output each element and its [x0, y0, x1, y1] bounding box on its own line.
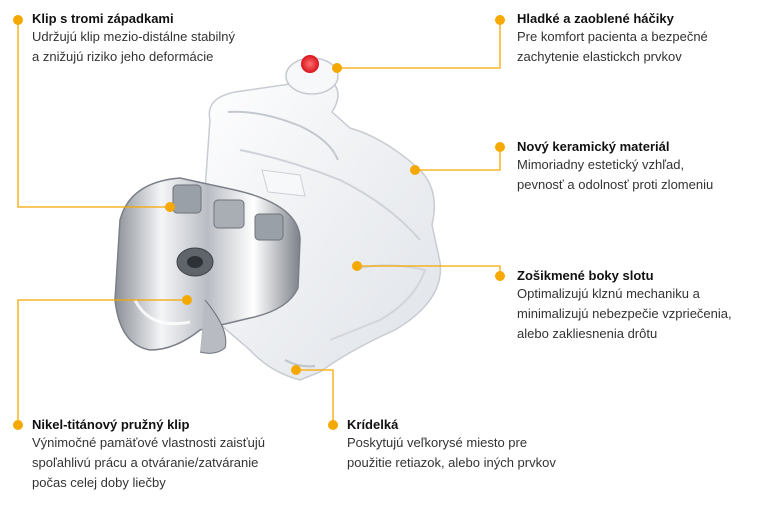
- callout-ceramic-title: Nový keramický materiál: [517, 139, 670, 154]
- callout-wings: Krídelká Poskytujú veľkorysé miesto pre …: [347, 417, 556, 473]
- callout-hooks-line: zachytenie elastickch prvkov: [517, 49, 682, 64]
- callout-wings-line: Poskytujú veľkorysé miesto pre: [347, 435, 528, 450]
- dot-wings-end: [291, 365, 301, 375]
- callout-ceramic-line: Mimoriadny estetický vzhľad,: [517, 157, 685, 172]
- callout-slot: Zošikmené boky slotu Optimalizujú klznú …: [517, 268, 732, 344]
- dot-slot-start: [495, 271, 505, 281]
- dot-niti-end: [182, 295, 192, 305]
- leader-lines: [17, 19, 501, 425]
- callout-hooks-title: Hladké a zaoblené háčiky: [517, 11, 674, 26]
- dot-wings-start: [328, 420, 338, 430]
- callout-niti: Nikel-titánový pružný klip Výnimočné pam…: [32, 417, 265, 493]
- dot-ceramic-start: [495, 142, 505, 152]
- callout-wings-line: použitie retiazok, alebo iných prvkov: [347, 455, 556, 470]
- leader-wings: [296, 369, 334, 425]
- leader-hooks: [337, 20, 501, 69]
- callout-clip-desc: Udržujú klip mezio-distálne stabilný a z…: [32, 27, 235, 67]
- callout-niti-title: Nikel-titánový pružný klip: [32, 417, 190, 432]
- callout-clip: Klip s tromi západkami Udržujú klip mezi…: [32, 11, 235, 67]
- niti-clip: [114, 177, 301, 354]
- callout-slot-line: alebo zakliesnenia drôtu: [517, 326, 658, 341]
- callout-niti-line: Výnimočné pamäťové vlastnosti zaisťujú: [32, 435, 266, 450]
- callout-ceramic-line: pevnosť a odolnosť proti zlomeniu: [517, 177, 714, 192]
- dot-hooks-start: [495, 15, 505, 25]
- callout-wings-desc: Poskytujú veľkorysé miesto pre použitie …: [347, 433, 556, 473]
- red-marker-dot: [301, 55, 319, 73]
- callout-slot-title: Zošikmené boky slotu: [517, 268, 654, 283]
- callout-niti-line: spoľahlivú prácu a otváranie/zatváranie: [32, 455, 259, 470]
- leader-niti: [17, 299, 187, 425]
- callout-hooks-line: Pre komfort pacienta a bezpečné: [517, 29, 708, 44]
- dot-clip-end: [165, 202, 175, 212]
- dot-niti-start: [13, 420, 23, 430]
- callout-clip-line: Udržujú klip mezio-distálne stabilný: [32, 29, 236, 44]
- callout-ceramic-desc: Mimoriadny estetický vzhľad, pevnosť a o…: [517, 155, 713, 195]
- endpoint-dots: [13, 15, 505, 430]
- callout-ceramic: Nový keramický materiál Mimoriadny estet…: [517, 139, 713, 195]
- callout-slot-line: Optimalizujú klznú mechaniku a: [517, 286, 700, 301]
- callout-slot-desc: Optimalizujú klznú mechaniku a minimaliz…: [517, 284, 732, 344]
- hook: [285, 55, 339, 95]
- callout-hooks: Hladké a zaoblené háčiky Pre komfort pac…: [517, 11, 708, 67]
- callout-clip-line: a znižujú riziko jeho deformácie: [32, 49, 214, 64]
- dot-clip-start: [13, 15, 23, 25]
- callout-hooks-desc: Pre komfort pacienta a bezpečné zachyten…: [517, 27, 708, 67]
- dot-slot-end: [352, 261, 362, 271]
- dot-ceramic-end: [410, 165, 420, 175]
- callout-clip-title: Klip s tromi západkami: [32, 11, 174, 26]
- callout-niti-desc: Výnimočné pamäťové vlastnosti zaisťujú s…: [32, 433, 265, 493]
- callout-niti-line: počas celej doby liečby: [32, 475, 166, 490]
- leader-ceramic: [415, 147, 501, 171]
- dot-hooks-end: [332, 63, 342, 73]
- callout-wings-title: Krídelká: [347, 417, 399, 432]
- callout-slot-line: minimalizujú nebezpečie vzpriečenia,: [517, 306, 732, 321]
